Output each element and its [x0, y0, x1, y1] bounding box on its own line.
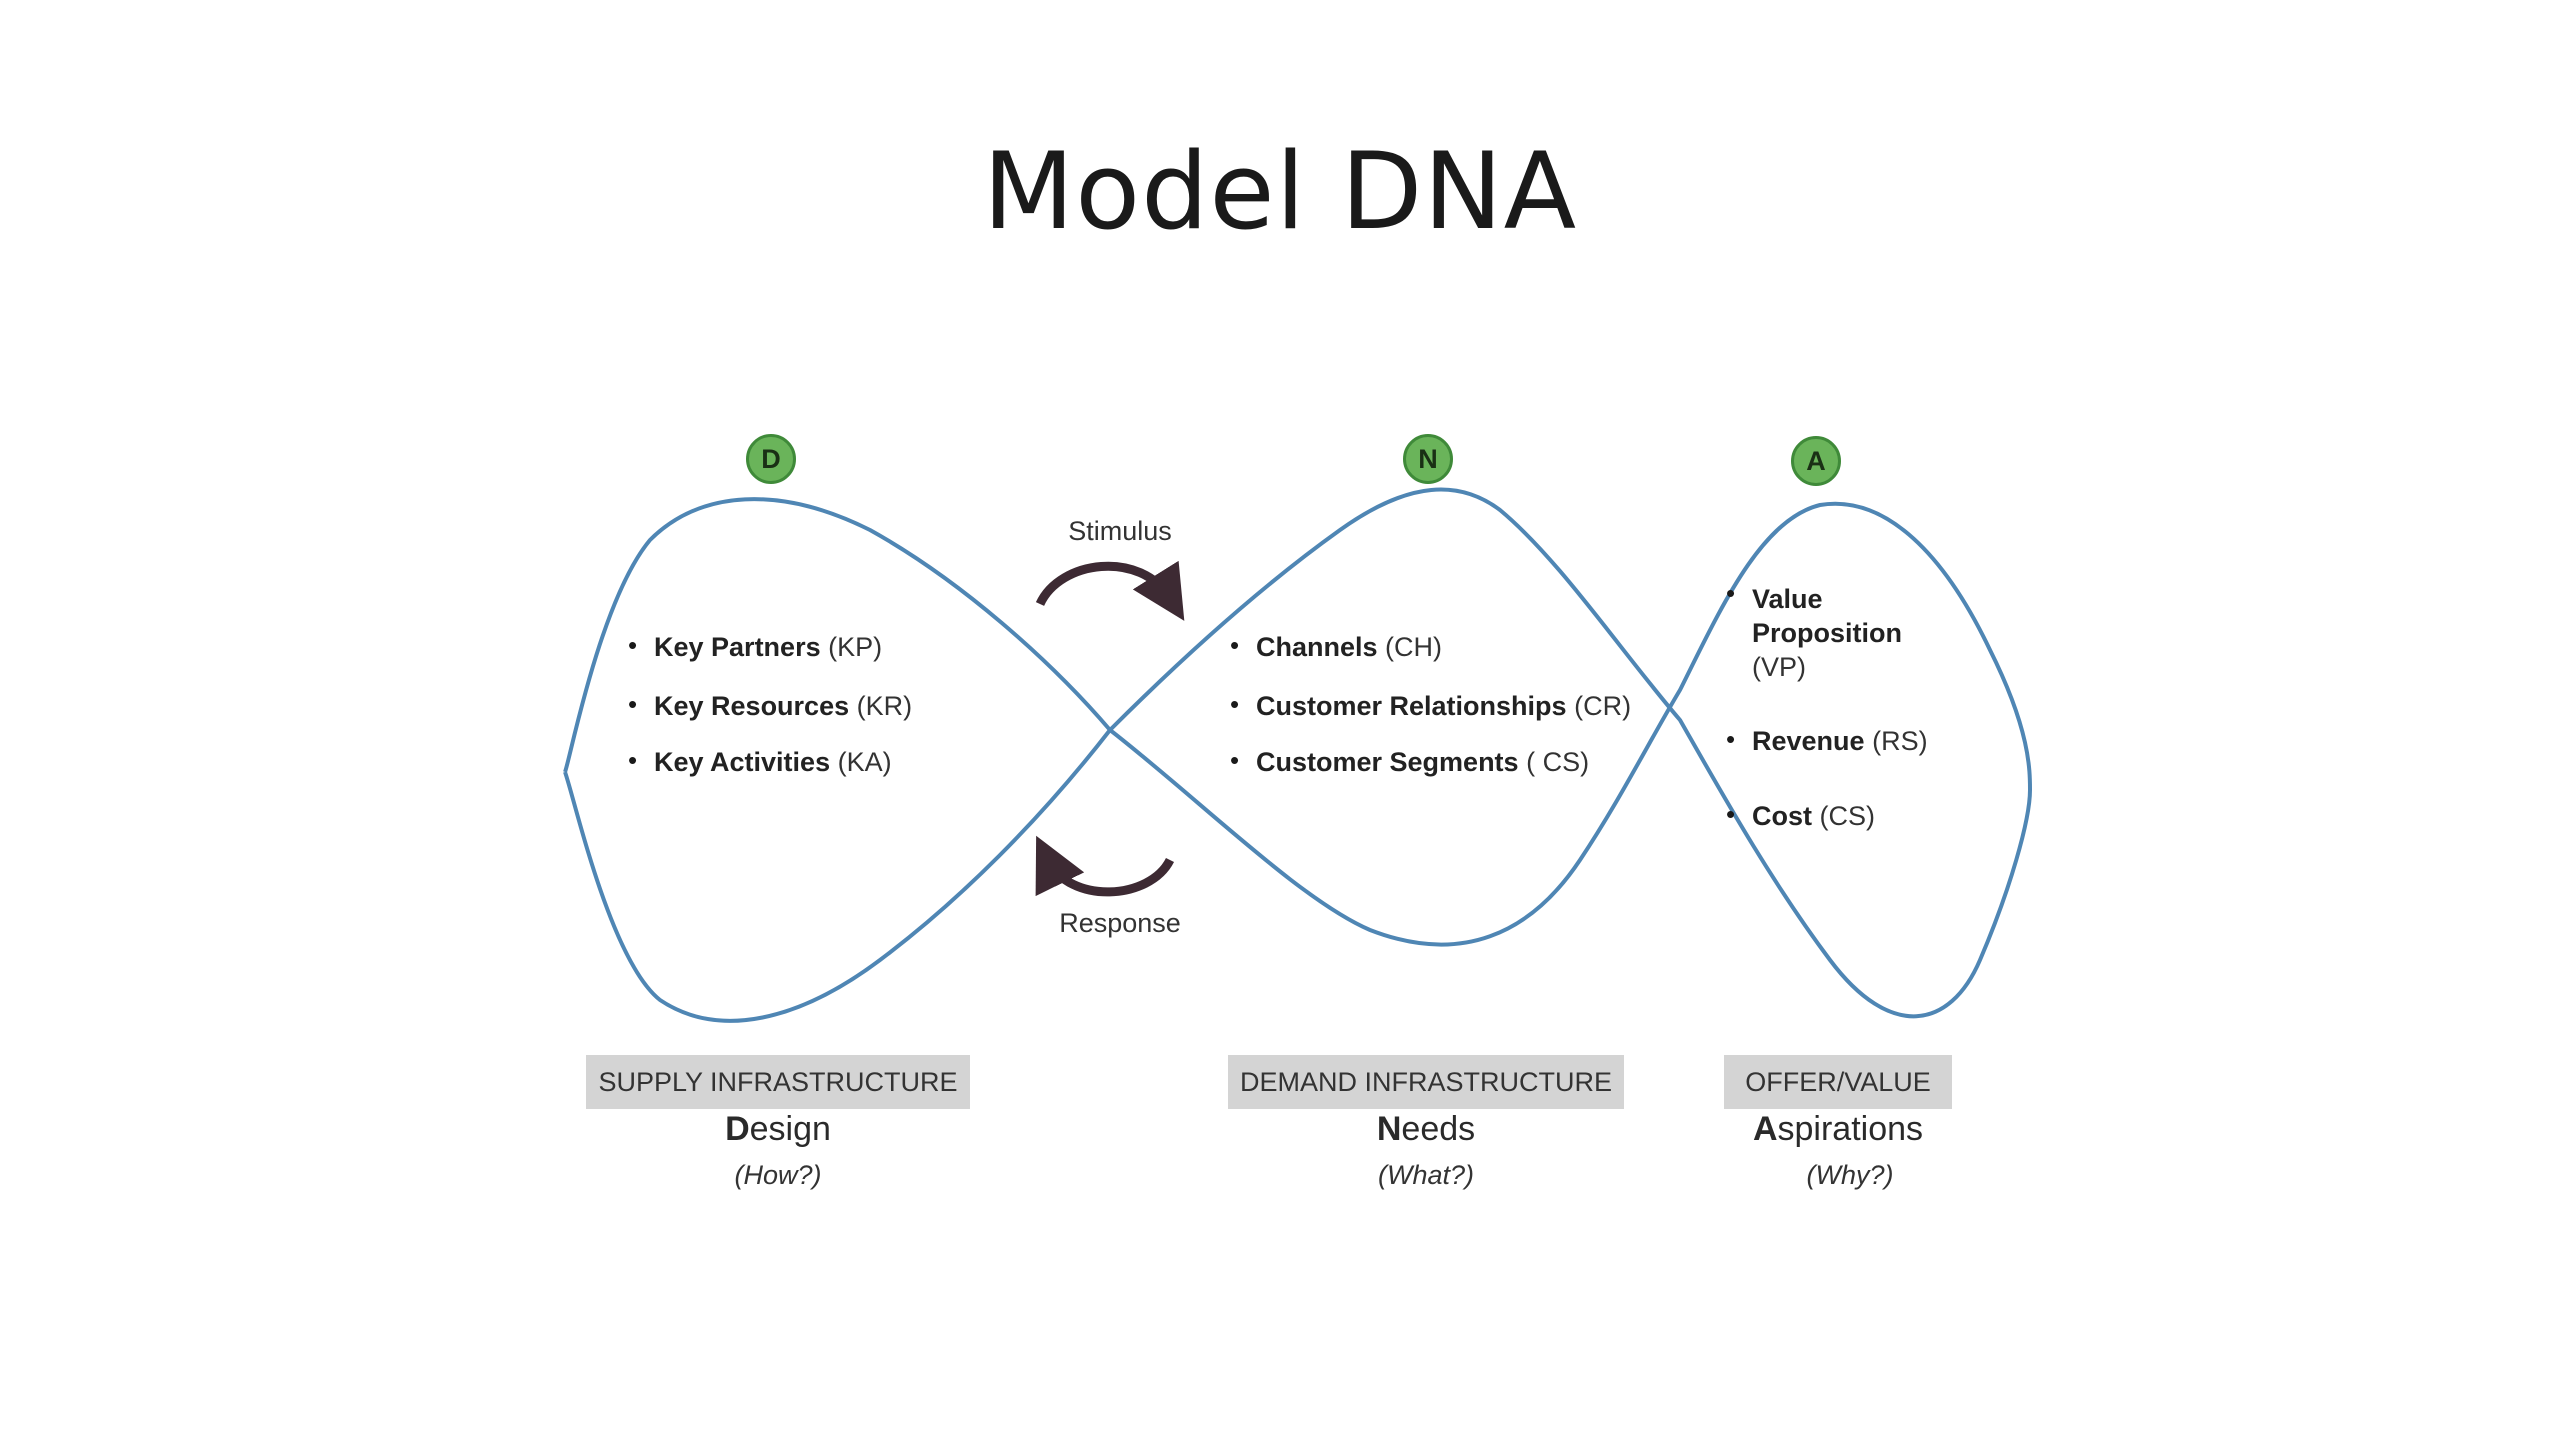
- stimulus-arrow: [1035, 560, 1185, 621]
- list-item: • Value Proposition (VP): [1726, 578, 1902, 682]
- dna-strand-two: [563, 487, 2032, 1023]
- slide-title: Model DNA: [982, 130, 1578, 253]
- offer-list: • Value Proposition (VP) • Revenue (RS) …: [1726, 578, 1986, 831]
- needs-badge: N: [1403, 434, 1453, 484]
- aspirations-question: (Why?): [1806, 1160, 1894, 1190]
- list-item: • Customer Segments ( CS): [1230, 745, 1590, 777]
- aspirations-badge: A: [1791, 436, 1841, 486]
- needs-word: Needs: [1376, 1110, 1476, 1148]
- list-item: • Key Partners (KP): [628, 630, 883, 662]
- aspirations-word: Aspirations: [1752, 1110, 1924, 1148]
- list-item: • Key Resources (KR): [628, 689, 913, 721]
- offer-value-label: OFFER/VALUE: [1724, 1055, 1952, 1109]
- needs-question: (What?): [1377, 1160, 1475, 1190]
- supply-list: • Key Partners (KP) • Key Resources (KR)…: [628, 630, 988, 777]
- stimulus-label: Stimulus: [1068, 516, 1172, 546]
- list-item: • Key Activities (KA): [628, 745, 892, 777]
- response-label: Response: [1059, 908, 1181, 938]
- design-badge: D: [746, 434, 796, 484]
- list-item: • Revenue (RS): [1726, 724, 1928, 756]
- response-arrow: [1035, 835, 1175, 897]
- list-item: • Cost (CS): [1726, 799, 1876, 831]
- supply-infrastructure-label: SUPPLY INFRASTRUCTURE: [586, 1055, 970, 1109]
- list-item: • Channels (CH): [1230, 630, 1443, 662]
- demand-list: • Channels (CH) • Customer Relationships…: [1230, 630, 1670, 777]
- demand-infrastructure-label: DEMAND INFRASTRUCTURE: [1228, 1055, 1624, 1109]
- list-item: • Customer Relationships (CR): [1230, 689, 1632, 721]
- design-question: (How?): [734, 1160, 822, 1190]
- dna-strand-one: [563, 497, 2032, 947]
- design-word: Design: [725, 1110, 831, 1148]
